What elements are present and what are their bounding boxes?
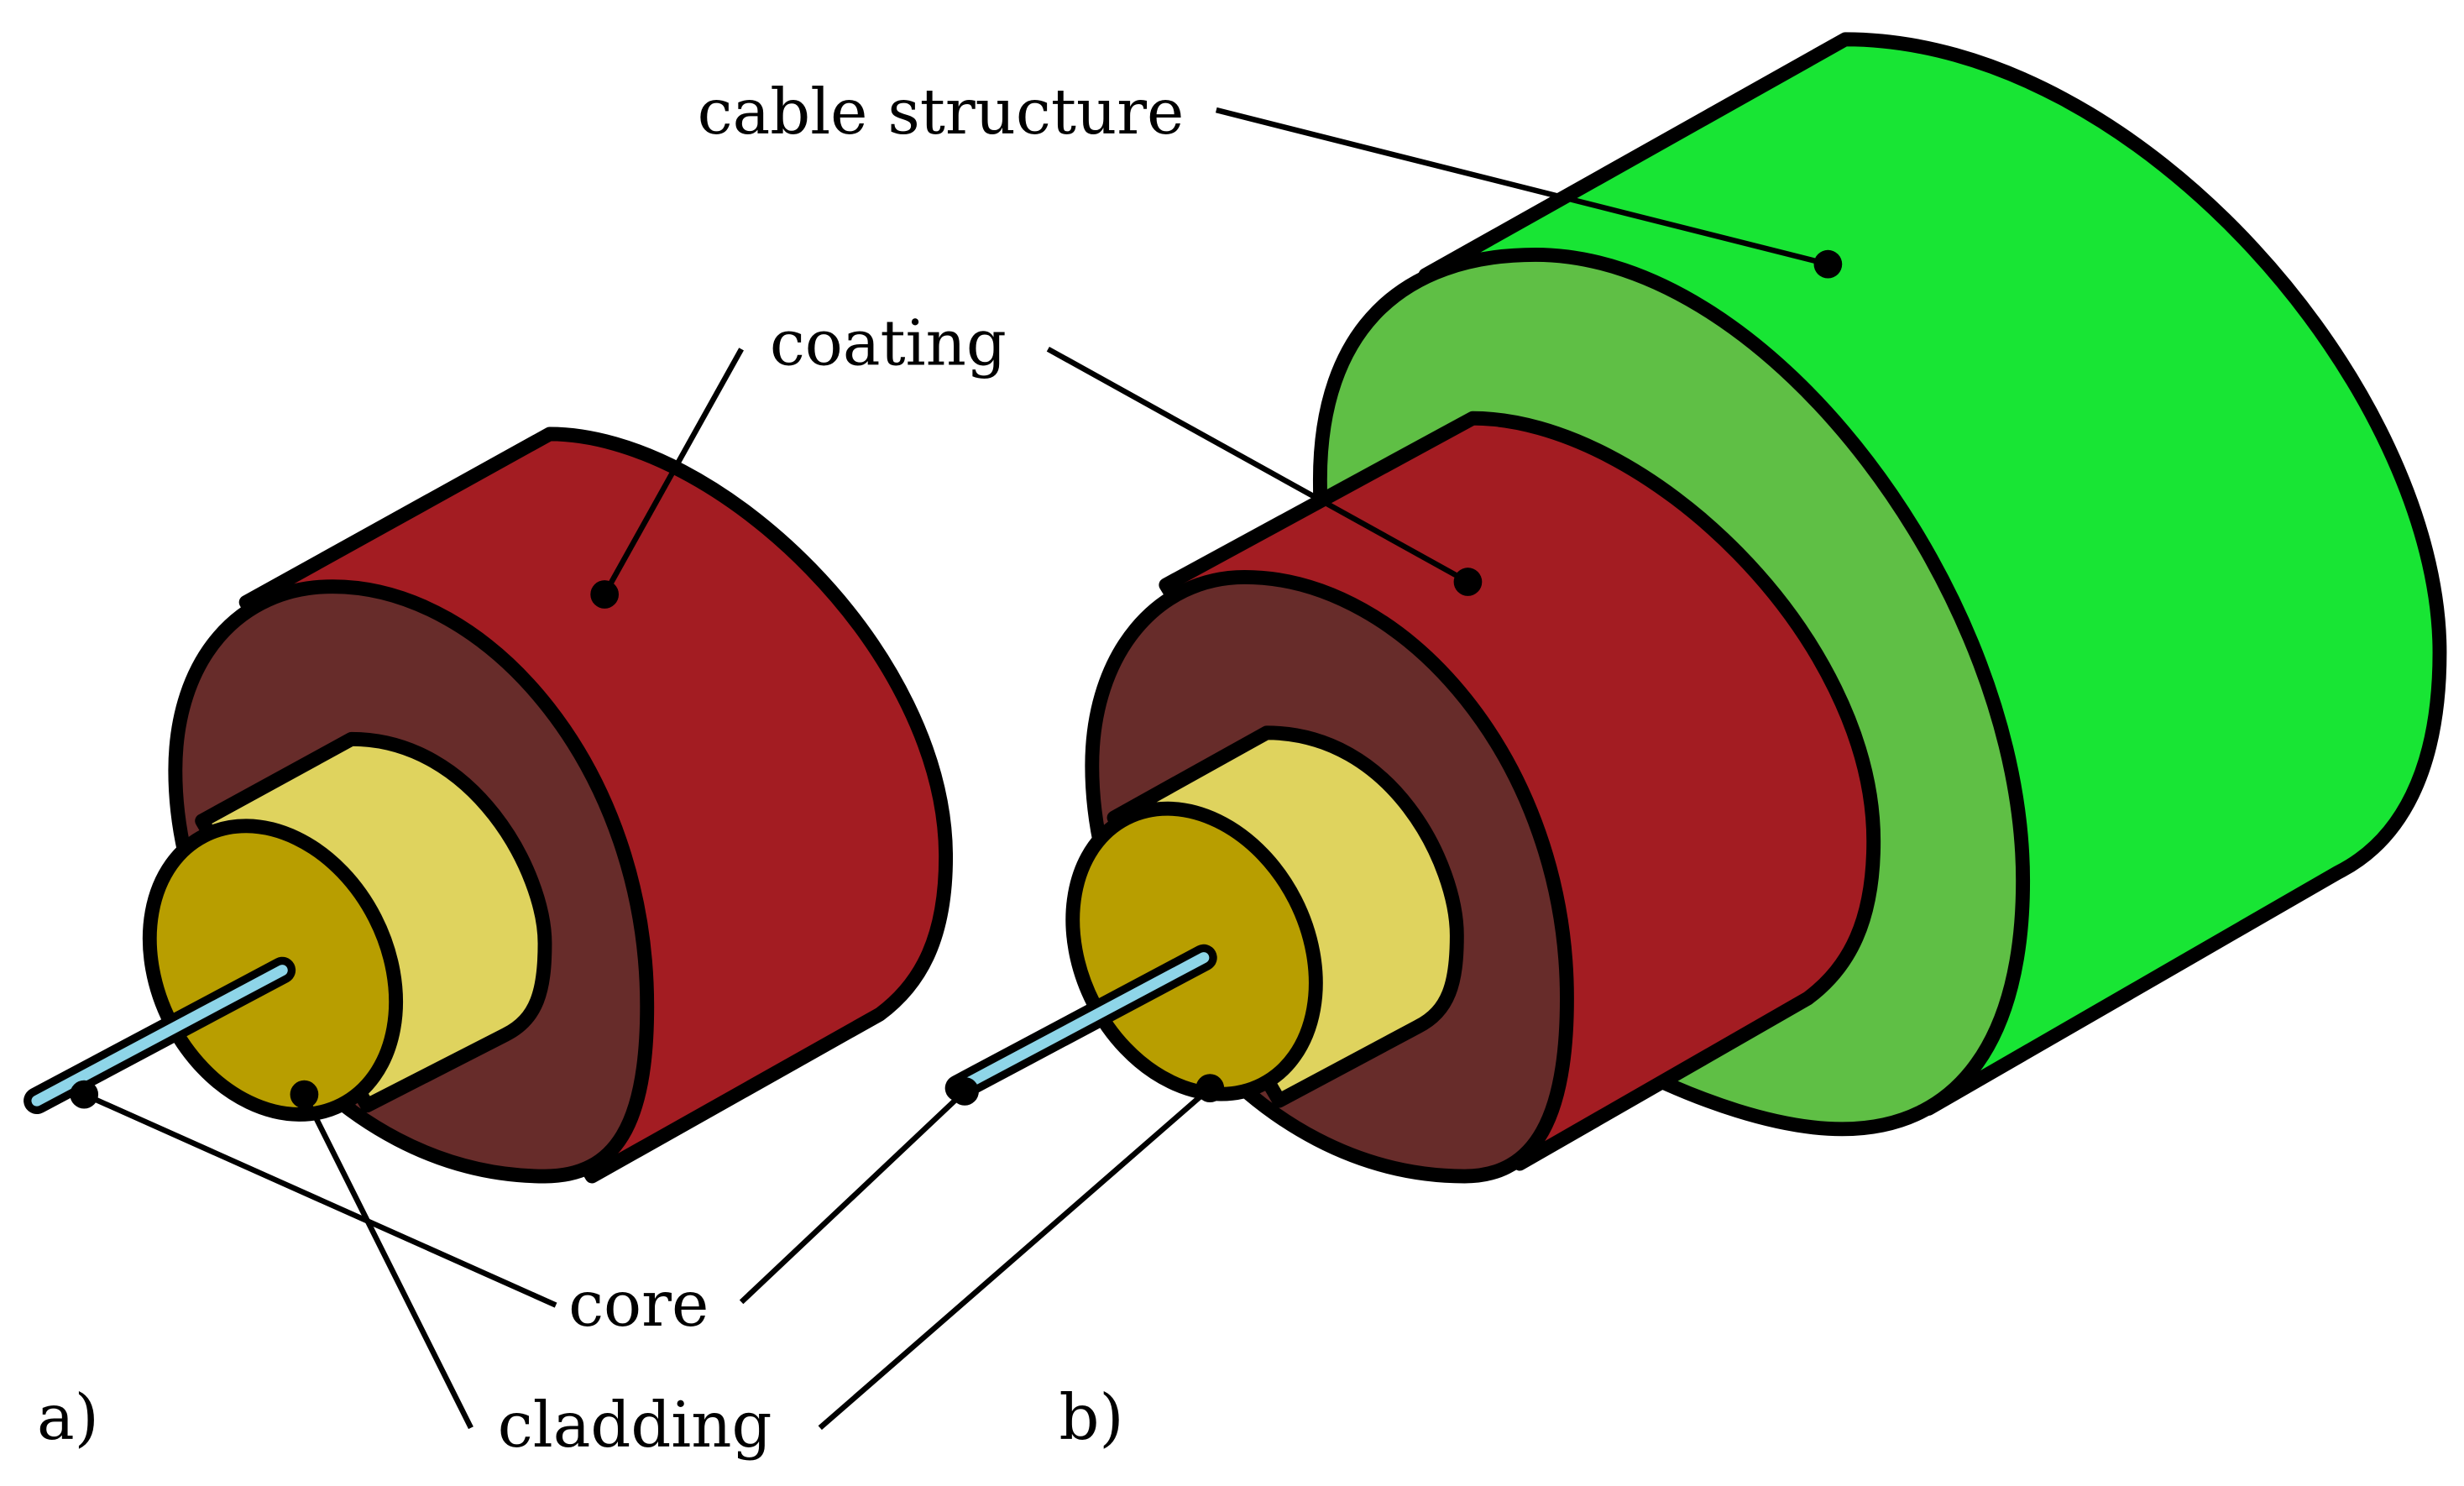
leader-core-a — [82, 1091, 557, 1308]
label-cable-structure: cable structure — [698, 75, 1185, 149]
leader-coating-a — [602, 348, 744, 596]
fiber-b-core — [944, 944, 1217, 1102]
label-panel-b: b) — [1059, 1380, 1123, 1454]
leader-cable-structure — [1215, 107, 1829, 267]
fiber-a-core — [24, 956, 296, 1115]
fiber-a-coating-marker — [590, 580, 620, 609]
label-coating: coating — [770, 306, 1007, 380]
leader-cladding-b — [818, 1086, 1212, 1431]
label-cladding: cladding — [498, 1388, 772, 1462]
leader-cladding-a — [301, 1093, 473, 1430]
leader-coating-b — [1046, 346, 1470, 584]
fiber-a — [24, 426, 954, 1184]
label-core: core — [568, 1267, 709, 1341]
label-panel-a: a) — [37, 1380, 99, 1454]
leader-core-b — [739, 1089, 967, 1305]
fiber-b — [944, 32, 2447, 1184]
leader-lines — [82, 107, 1829, 1431]
